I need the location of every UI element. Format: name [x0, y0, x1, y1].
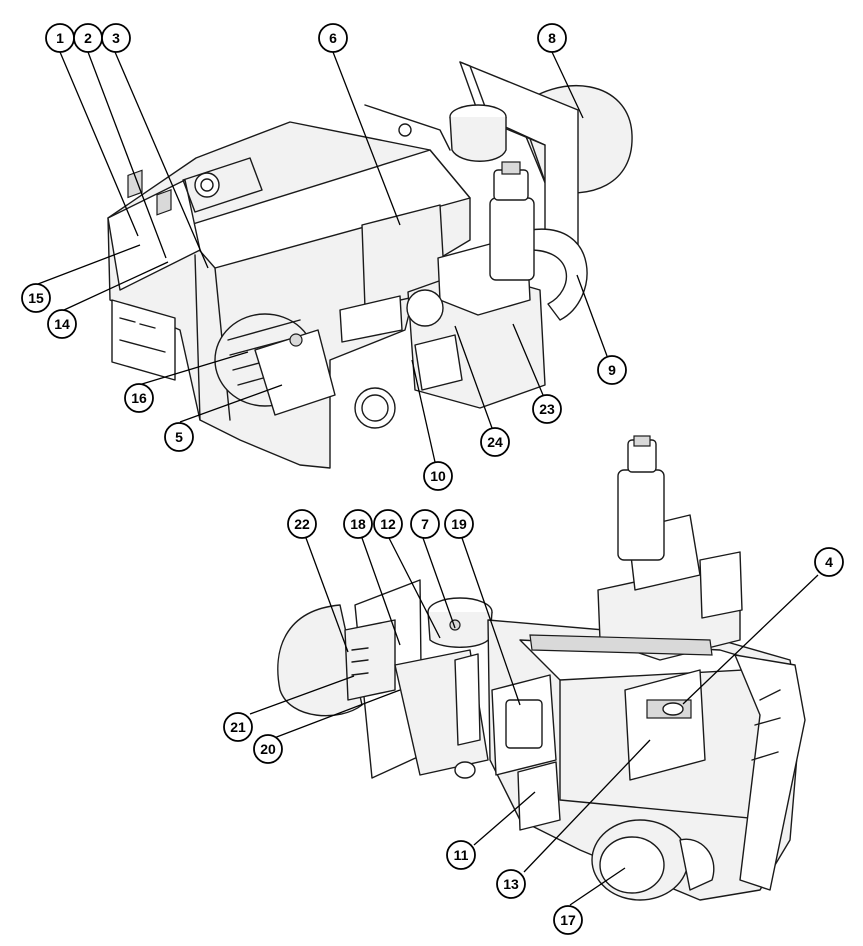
callout-23-label: 23 — [539, 401, 555, 417]
callout-9: 9 — [597, 355, 627, 385]
leader-20 — [273, 689, 401, 739]
leader-11 — [473, 791, 536, 846]
solenoid-valve — [489, 161, 535, 281]
callout-24-label: 24 — [487, 434, 503, 450]
callout-18: 18 — [343, 509, 373, 539]
callout-24: 24 — [480, 427, 510, 457]
leader-6 — [332, 51, 401, 226]
callout-17: 17 — [553, 905, 583, 935]
callout-16-label: 16 — [131, 390, 147, 406]
callout-13: 13 — [496, 869, 526, 899]
callout-11-label: 11 — [454, 847, 469, 863]
burner-housing — [107, 121, 471, 469]
callout-21-label: 21 — [230, 719, 246, 735]
leader-8 — [551, 51, 584, 119]
callout-11: 11 — [446, 840, 476, 870]
callout-12-label: 12 — [380, 516, 396, 532]
callout-4: 4 — [814, 547, 844, 577]
leader-16 — [141, 351, 249, 385]
callout-10-label: 10 — [430, 468, 446, 484]
callout-5: 5 — [164, 422, 194, 452]
callout-18-label: 18 — [350, 516, 366, 532]
servomotor — [254, 329, 336, 416]
leader-lines — [37, 51, 819, 906]
ignition-transformer — [339, 204, 446, 343]
linkage-rod — [364, 104, 451, 151]
combustion-head — [344, 619, 396, 701]
leader-3 — [114, 51, 209, 269]
leader-4 — [682, 574, 819, 705]
callout-4-label: 4 — [825, 554, 833, 570]
callout-8-label: 8 — [548, 30, 556, 46]
leader-24 — [454, 325, 493, 429]
sight-glass — [454, 653, 481, 779]
callout-21: 21 — [223, 712, 253, 742]
callout-1-label: 1 — [56, 30, 64, 46]
burner-view-top — [107, 61, 633, 469]
callout-15-label: 15 — [28, 290, 44, 306]
callout-2-label: 2 — [84, 30, 92, 46]
callout-2: 2 — [73, 23, 103, 53]
callout-3: 3 — [101, 23, 131, 53]
leader-5 — [179, 384, 283, 423]
leader-10 — [411, 359, 436, 463]
callout-8: 8 — [537, 23, 567, 53]
air-pressure-switch — [354, 387, 396, 429]
callout-14: 14 — [47, 309, 77, 339]
callout-16: 16 — [124, 383, 154, 413]
callout-17-label: 17 — [560, 912, 576, 928]
leader-7 — [422, 537, 456, 629]
leader-21 — [249, 675, 355, 715]
callout-14-label: 14 — [54, 316, 70, 332]
terminal-block — [517, 761, 561, 831]
leader-2 — [87, 51, 167, 259]
leader-22 — [305, 537, 349, 653]
air-inlet-2 — [427, 597, 493, 648]
leader-9 — [576, 274, 608, 357]
leader-15 — [37, 244, 141, 285]
leader-13 — [523, 739, 651, 873]
callout-6: 6 — [318, 23, 348, 53]
connector-block — [111, 299, 176, 381]
fan-cover — [734, 654, 806, 891]
callout-19: 19 — [444, 509, 474, 539]
control-box — [624, 669, 706, 781]
callout-7-label: 7 — [421, 516, 429, 532]
gas-pipe — [529, 228, 588, 321]
callout-19-label: 19 — [451, 516, 467, 532]
callout-1: 1 — [45, 23, 75, 53]
callout-7: 7 — [410, 509, 440, 539]
ignition-box — [491, 674, 557, 776]
leader-19 — [461, 537, 521, 706]
callout-12: 12 — [373, 509, 403, 539]
gas-train — [597, 435, 743, 661]
burner-view-bottom — [277, 435, 806, 901]
leader-18 — [361, 537, 401, 646]
callout-10: 10 — [423, 461, 453, 491]
callout-20-label: 20 — [260, 741, 276, 757]
leader-17 — [569, 867, 626, 906]
leader-1 — [59, 51, 139, 237]
top-plate — [529, 634, 713, 656]
callout-5-label: 5 — [175, 429, 183, 445]
callout-22-label: 22 — [294, 516, 310, 532]
callout-22: 22 — [287, 509, 317, 539]
leader-12 — [388, 537, 441, 639]
callout-20: 20 — [253, 734, 283, 764]
fan-motor-2 — [591, 819, 715, 901]
callout-13-label: 13 — [503, 876, 519, 892]
callout-3-label: 3 — [112, 30, 120, 46]
callout-9-label: 9 — [608, 362, 616, 378]
leader-14 — [63, 261, 169, 311]
air-inlet-pipe — [449, 104, 507, 162]
leader-23 — [512, 323, 544, 396]
callout-15: 15 — [21, 283, 51, 313]
callout-23: 23 — [532, 394, 562, 424]
callout-6-label: 6 — [329, 30, 337, 46]
